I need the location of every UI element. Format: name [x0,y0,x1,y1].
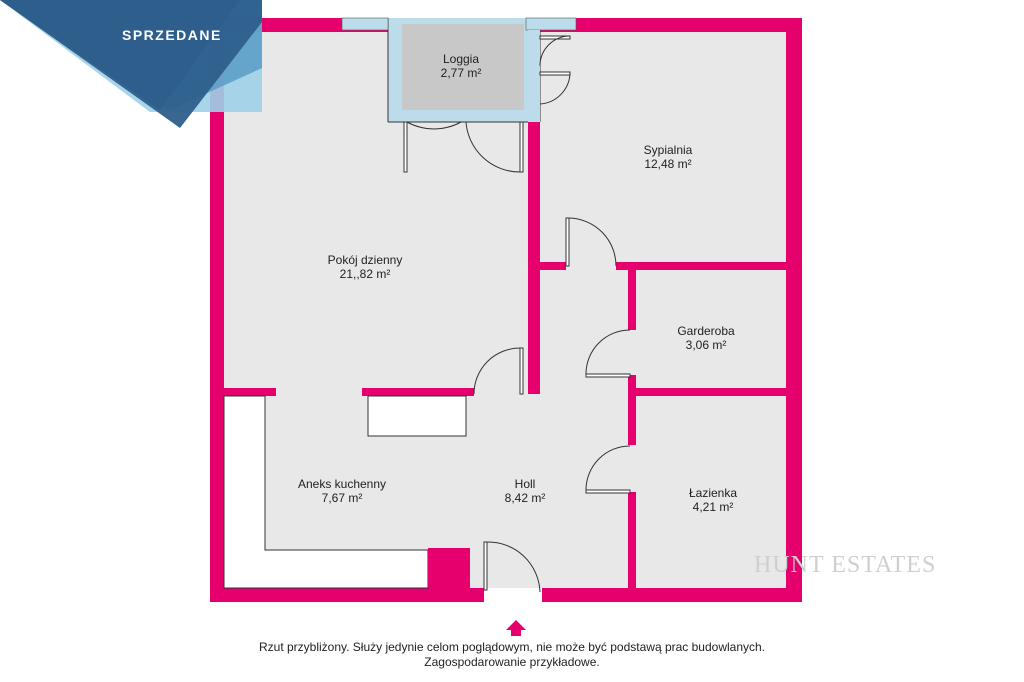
window-top-left [341,17,389,31]
room-area-living: 21,,82 m² [340,267,391,281]
room-name-living: Pokój dzienny [328,253,403,267]
watermark-logo: HUNT ESTATES [754,552,936,578]
wall-bedroom-bottom-right [616,262,786,270]
room-name-hall: Holl [515,477,536,491]
room-area-bathroom: 4,21 m² [693,500,734,514]
kitchen-column [428,548,470,588]
disclaimer-line-1: Rzut przybliżony. Służy jedynie celom po… [258,640,766,654]
doors [403,35,631,593]
floor-plan: Loggia 2,77 m² Sypialnia 12,48 m² Pokój … [0,0,936,636]
sold-badge: SPRZEDANE [0,0,262,128]
disclaimer: Rzut przybliżony. Służy jedynie celom po… [0,640,1024,670]
floor-area [224,32,786,588]
wall-wardrobe-left-lower [628,375,636,445]
room-area-kitchen: 7,67 m² [322,491,363,505]
wall-living-bedroom [528,122,540,394]
wall-wardrobe-left [628,262,636,330]
wall-bedroom-bottom-left [540,262,566,270]
room-area-wardrobe: 3,06 m² [686,338,727,352]
kitchen-counter [367,395,467,437]
room-name-loggia: Loggia [443,52,479,66]
wall-loggia-right [528,30,540,122]
up-arrow-icon [506,620,526,636]
entrance-opening [484,588,542,602]
wall-wardrobe-bath [628,388,786,396]
window-top-right [525,17,577,31]
disclaimer-line-2: Zagospodarowanie przykładowe. [424,655,600,669]
loggia-floor [402,24,524,110]
wall-living-bottom-mid [362,388,474,396]
room-name-wardrobe: Garderoba [677,324,735,338]
room-area-loggia: 2,77 m² [441,66,482,80]
wall-bath-left [628,492,636,588]
room-name-bedroom: Sypialnia [644,143,693,157]
room-name-bathroom: Łazienka [689,486,737,500]
room-name-kitchen: Aneks kuchenny [298,477,386,491]
room-area-bedroom: 12,48 m² [644,157,691,171]
room-area-hall: 8,42 m² [505,491,546,505]
sold-badge-label: SPRZEDANE [122,27,222,43]
wall-living-bottom-left [224,388,276,396]
